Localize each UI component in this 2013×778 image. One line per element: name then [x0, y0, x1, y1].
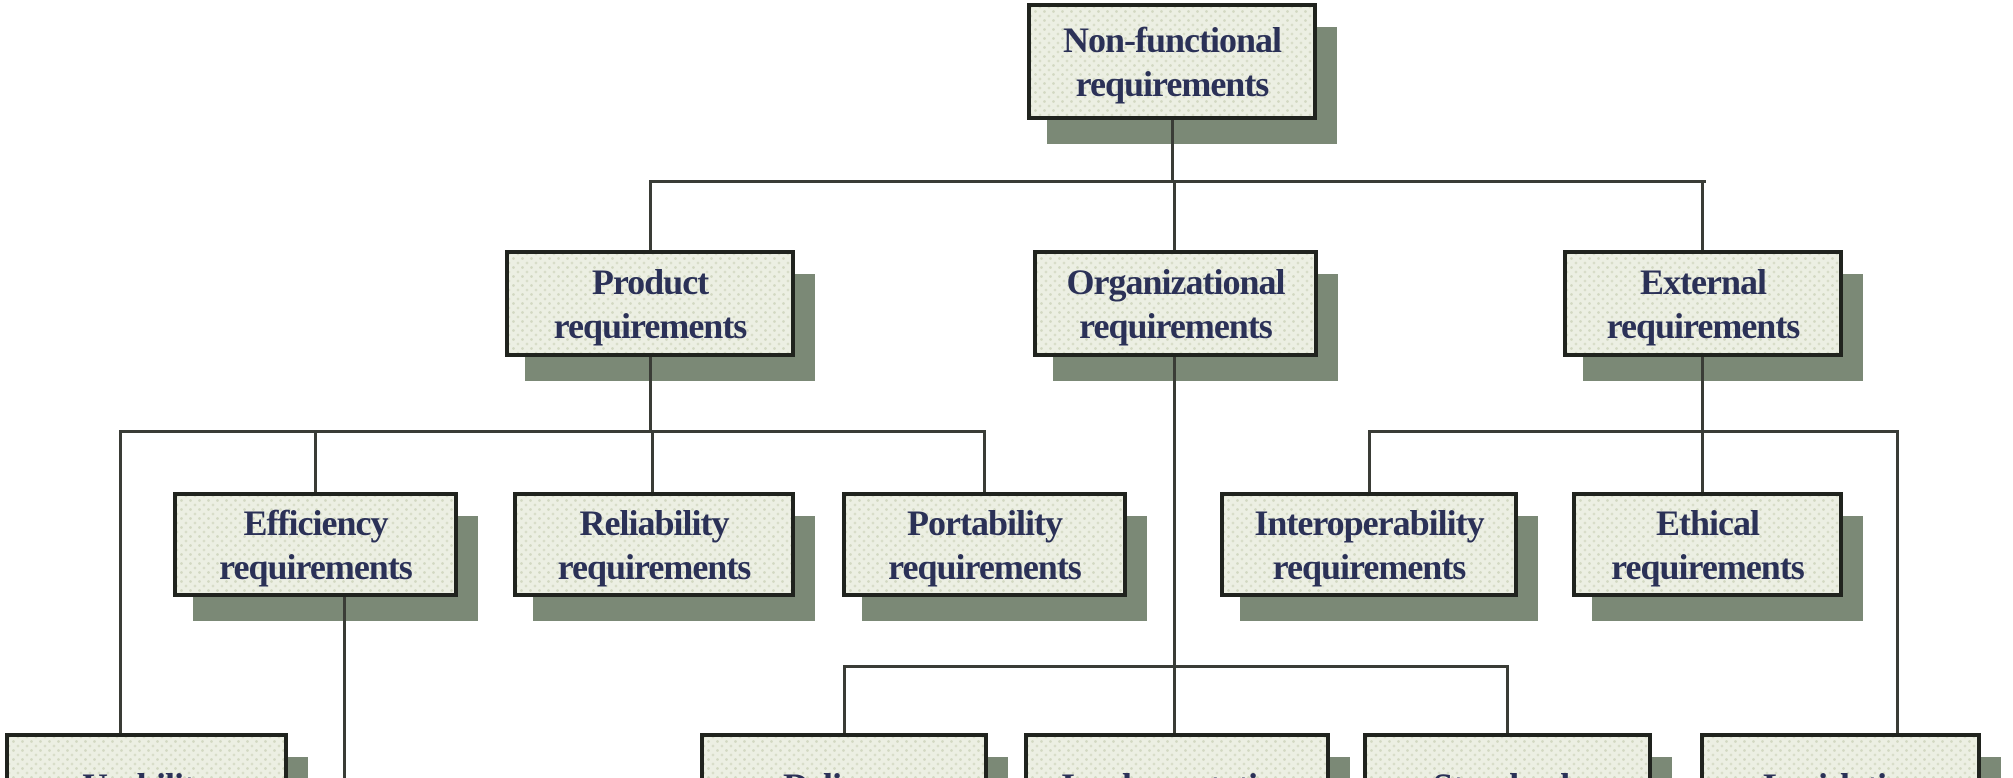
edge-to-delivery: [843, 665, 846, 733]
edge-efficiency-children-offscreen: [343, 597, 346, 778]
node-ethical-requirements: Ethical requirements: [1572, 492, 1843, 597]
node-label-line2: requirements: [219, 546, 413, 587]
node-label-line2: requirements: [1075, 63, 1270, 104]
node-label-line1: Non-functional: [1062, 19, 1282, 60]
node-label-line1: Product: [591, 261, 709, 302]
node-efficiency-requirements: Efficiency requirements: [173, 492, 458, 597]
node-external-requirements: External requirements: [1563, 250, 1843, 357]
edge-root-stem: [1171, 120, 1174, 183]
node-label-line1: Standards: [1433, 764, 1583, 778]
edge-external-stem: [1701, 357, 1704, 433]
node-label-line2: requirements: [1272, 546, 1467, 587]
edge-to-efficiency: [314, 430, 317, 492]
edge-to-interoperability: [1368, 430, 1371, 492]
node-label-line1: Efficiency: [243, 502, 389, 543]
node-label-line1: Reliability: [579, 502, 730, 543]
edge-to-ethical: [1701, 430, 1704, 492]
edge-organizational-bus: [843, 665, 1509, 668]
edge-organizational-stem: [1173, 357, 1176, 733]
node-interoperability-requirements: Interoperability requirements: [1220, 492, 1518, 597]
node-label-line1: Legislative: [1763, 764, 1919, 778]
node-label-line1: Delivery: [783, 764, 906, 778]
node-reliability-requirements: Reliability requirements: [513, 492, 795, 597]
node-product-requirements: Product requirements: [505, 250, 795, 357]
edge-level1-bus: [649, 180, 1706, 183]
edge-external-bus: [1368, 430, 1899, 433]
edge-to-product: [649, 180, 652, 250]
node-label-line1: Organizational: [1066, 261, 1286, 302]
node-organizational-requirements: Organizational requirements: [1033, 250, 1318, 357]
node-label-line1: Usability: [82, 764, 212, 778]
edge-to-reliability: [651, 430, 654, 492]
edge-to-organizational: [1173, 180, 1176, 250]
node-label-line1: Implementation: [1061, 764, 1294, 778]
edge-to-portability: [983, 430, 986, 492]
edge-product-bus: [119, 430, 986, 433]
node-label-line2: requirements: [557, 546, 752, 587]
node-label-line1: Interoperability: [1254, 502, 1484, 543]
edge-product-stem: [649, 357, 652, 433]
node-nonfunctional-requirements: Non-functional requirements: [1027, 3, 1317, 120]
node-legislative-requirements: Legislative: [1700, 733, 1981, 778]
edge-to-legislative: [1896, 430, 1899, 733]
node-label-line2: requirements: [888, 546, 1082, 587]
edge-to-standards: [1506, 665, 1509, 733]
node-label-line2: requirements: [1079, 305, 1273, 346]
node-implementation-requirements: Implementation: [1024, 733, 1330, 778]
node-label-line1: Ethical: [1655, 502, 1760, 543]
node-delivery-requirements: Delivery: [700, 733, 988, 778]
node-label-line1: Portability: [907, 502, 1063, 543]
node-label-line2: requirements: [553, 305, 748, 346]
node-portability-requirements: Portability requirements: [842, 492, 1127, 597]
node-label-line2: requirements: [1611, 546, 1805, 587]
node-standards-requirements: Standards: [1363, 733, 1652, 778]
node-label-line2: requirements: [1606, 305, 1801, 346]
node-usability-requirements: Usability: [5, 733, 288, 778]
node-label-line1: External: [1640, 261, 1767, 302]
edge-to-usability: [119, 430, 122, 733]
edge-to-external: [1701, 180, 1704, 250]
